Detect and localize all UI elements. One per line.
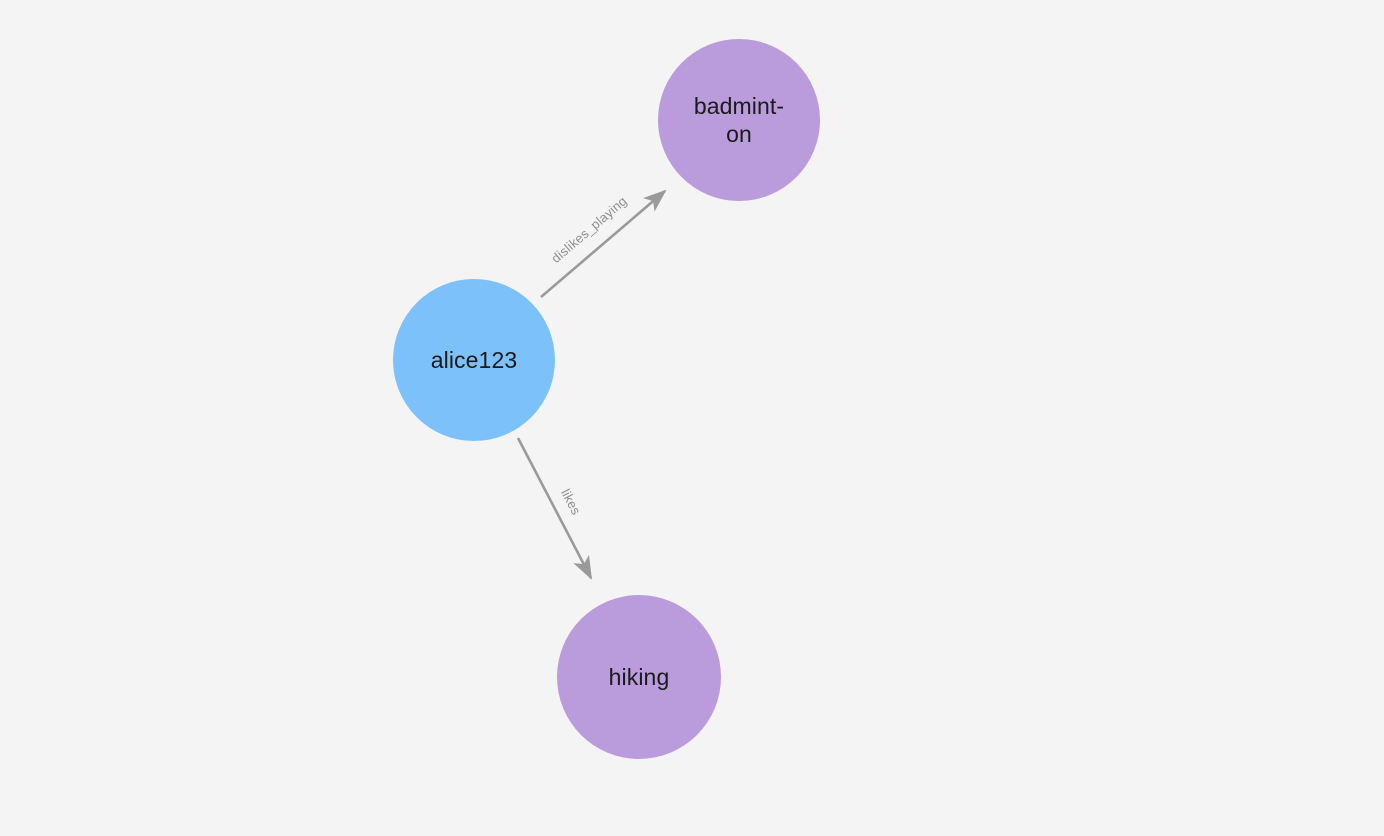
graph-node-badminton[interactable]: badmint- on [658, 39, 820, 201]
graph-node-label-hiking: hiking [608, 664, 670, 690]
graph-node-alice123[interactable]: alice123 [393, 279, 555, 441]
graph-node-label-alice123: alice123 [430, 347, 518, 373]
edge-line-dislikes-playing[interactable] [540, 189, 667, 298]
graph-node-hiking[interactable]: hiking [557, 595, 721, 759]
graph-node-label-badminton: badmint- on [693, 93, 785, 147]
edge-line-likes[interactable] [516, 437, 593, 580]
edge-dislikes-playing[interactable]: dislikes_playing [540, 189, 667, 298]
edge-likes[interactable]: likes [516, 437, 593, 580]
edge-label-likes: likes [558, 486, 584, 517]
